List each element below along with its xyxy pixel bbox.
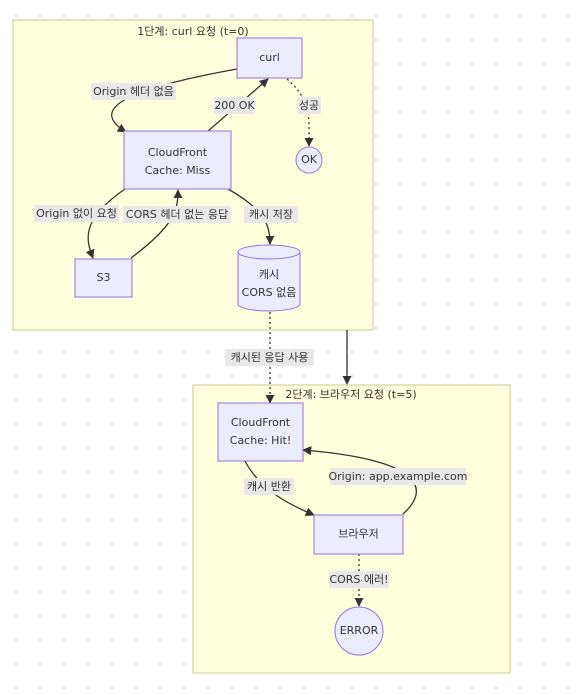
svg-text:curl: curl <box>259 51 280 64</box>
svg-text:OK: OK <box>301 153 318 166</box>
edge-cloudfront2-to-browser <box>244 460 315 517</box>
node-curl[interactable]: curl <box>236 37 303 79</box>
label-cors-error: CORS 에러! <box>329 571 389 588</box>
node-cloudfront-hit[interactable]: CloudFront Cache: Hit! <box>217 402 304 462</box>
svg-text:200 OK: 200 OK <box>214 99 255 112</box>
label-use-cached: 캐시된 응답 사용 <box>225 349 314 366</box>
label-cache-save: 캐시 저장 <box>244 206 298 223</box>
node-cache-store[interactable]: 캐시 CORS 없음 <box>237 244 301 312</box>
svg-text:ERROR: ERROR <box>340 624 379 637</box>
node-error[interactable]: ERROR <box>334 606 384 656</box>
svg-text:Cache: Miss: Cache: Miss <box>145 164 211 177</box>
label-no-cors-response: CORS 헤더 없는 응답 <box>123 206 231 223</box>
label-origin-none-header: Origin 헤더 없음 <box>91 83 176 100</box>
node-browser[interactable]: 브라우저 <box>313 514 404 555</box>
edge-curl-to-cloudfront <box>111 68 238 133</box>
svg-text:캐시된 응답 사용: 캐시된 응답 사용 <box>231 351 309 364</box>
svg-text:CORS 헤더 없는 응답: CORS 헤더 없는 응답 <box>126 208 228 221</box>
svg-text:Cache: Hit!: Cache: Hit! <box>230 434 291 447</box>
svg-text:캐시: 캐시 <box>259 268 279 281</box>
svg-text:CORS 없음: CORS 없음 <box>242 286 297 299</box>
node-cloudfront-miss[interactable]: CloudFront Cache: Miss <box>123 130 232 190</box>
label-200-ok: 200 OK <box>214 97 255 114</box>
node-s3[interactable]: S3 <box>74 258 133 298</box>
label-cache-return: 캐시 반환 <box>244 478 294 495</box>
edge-cloudfront-to-s3 <box>85 188 126 259</box>
svg-text:Origin 헤더 없음: Origin 헤더 없음 <box>93 85 174 98</box>
svg-text:CloudFront: CloudFront <box>231 416 291 429</box>
svg-text:Origin 없이 요청: Origin 없이 요청 <box>36 207 117 220</box>
svg-text:CORS 에러!: CORS 에러! <box>329 573 388 586</box>
label-origin-app: Origin: app.example.com <box>329 468 468 485</box>
svg-text:CloudFront: CloudFront <box>148 146 208 159</box>
svg-text:Origin: app.example.com: Origin: app.example.com <box>329 470 468 483</box>
svg-text:S3: S3 <box>97 271 111 284</box>
svg-text:성공: 성공 <box>299 99 319 112</box>
cluster-stage1-title: 1단계: curl 요청 (t=0) <box>137 25 248 38</box>
label-success: 성공 <box>297 97 321 114</box>
cluster-stage2-title: 2단계: 브라우저 요청 (t=5) <box>285 388 416 401</box>
edge-curl-to-ok <box>286 78 314 147</box>
svg-text:캐시 저장: 캐시 저장 <box>249 208 293 221</box>
node-ok[interactable]: OK <box>295 146 323 174</box>
label-origin-none-request: Origin 없이 요청 <box>34 205 119 222</box>
svg-text:캐시 반환: 캐시 반환 <box>247 480 291 493</box>
svg-text:브라우저: 브라우저 <box>338 528 378 541</box>
